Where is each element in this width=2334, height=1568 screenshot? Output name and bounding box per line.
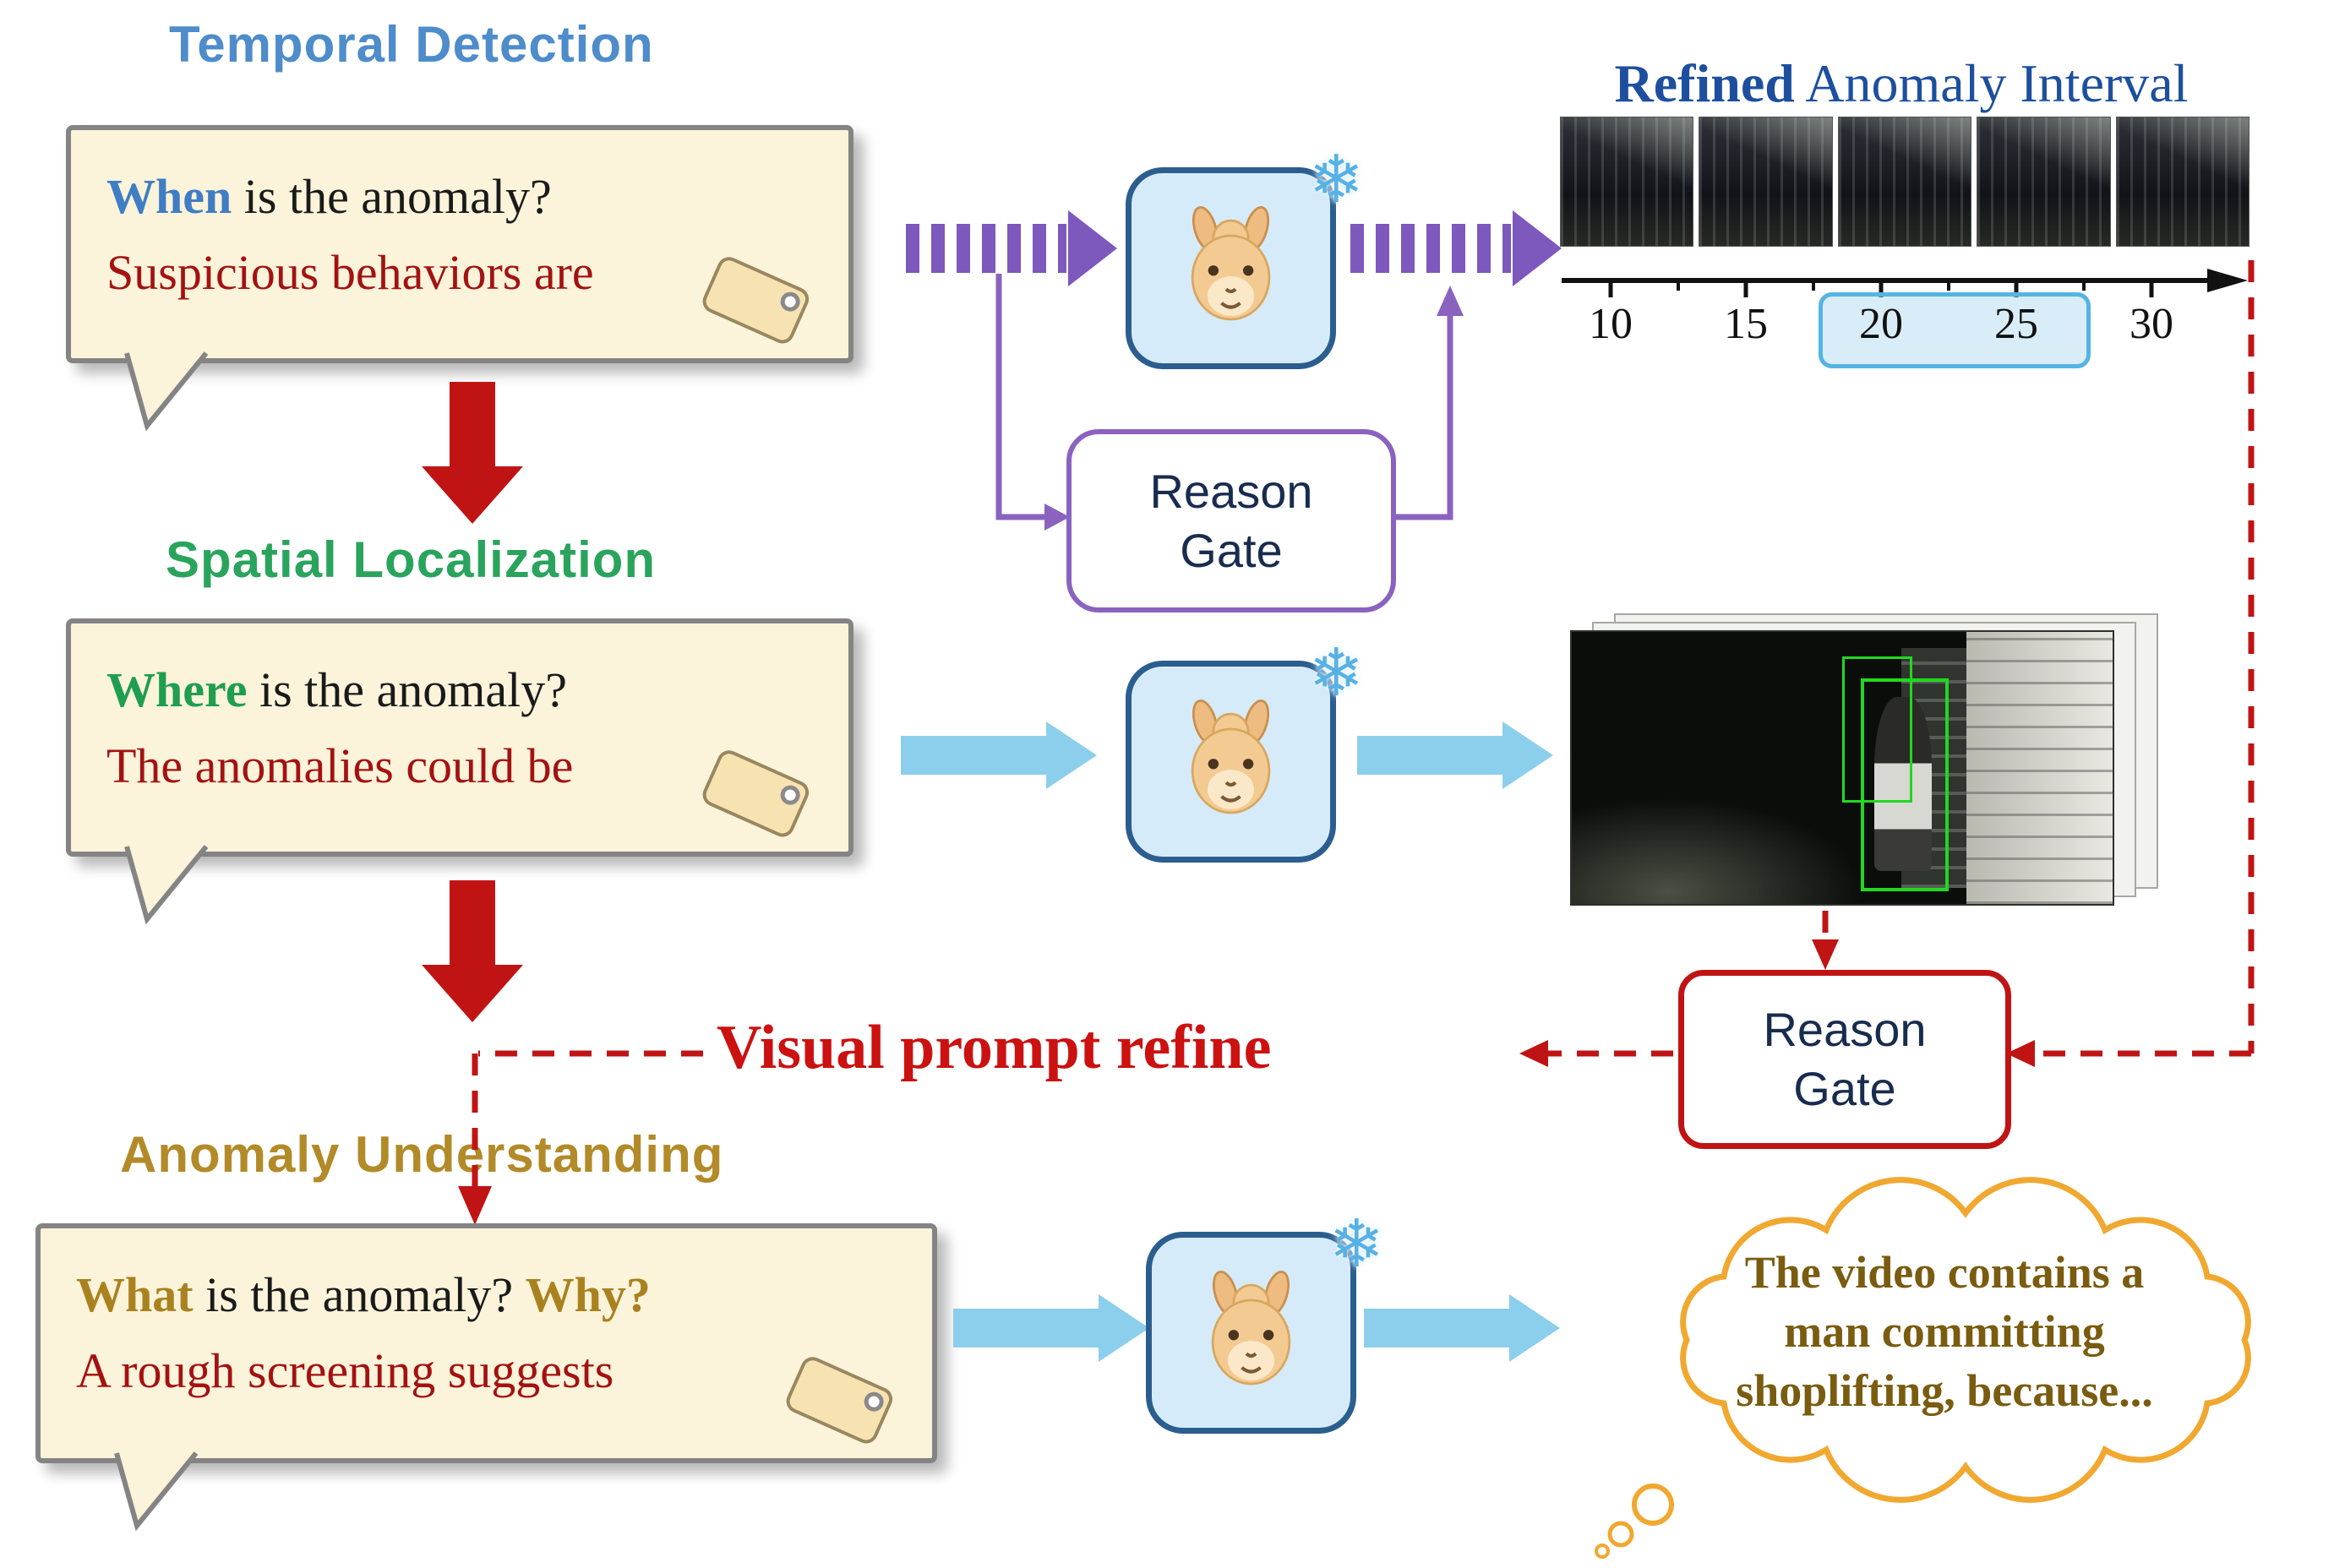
bubble-spatial-answer: The anomalies could be bbox=[106, 738, 574, 793]
timeline-axis bbox=[1562, 269, 2248, 297]
tick-label-20: 20 bbox=[1859, 300, 1903, 348]
blue-arrow-head bbox=[1046, 721, 1097, 789]
reason-gate-line1: Reason bbox=[1763, 1003, 1927, 1056]
blue-arrow-shaft bbox=[1357, 736, 1502, 775]
bubble-tail bbox=[124, 845, 209, 925]
frozen-llm-temporal: ❄ bbox=[1126, 142, 1364, 369]
bubble-tail bbox=[114, 1451, 199, 1532]
speech-bubble-spatial: Where is the anomaly? The anomalies coul… bbox=[66, 618, 853, 925]
bounding-box bbox=[1842, 656, 1912, 803]
question-word-when: When bbox=[106, 169, 232, 224]
llama-icon bbox=[1211, 1271, 1291, 1386]
blue-arrow-head bbox=[1509, 1294, 1560, 1362]
thought-bubble-dot bbox=[1607, 1521, 1634, 1548]
question-word-why: Why? bbox=[525, 1267, 651, 1322]
refined-title-bold: Refined bbox=[1614, 53, 1795, 113]
bubble-understanding-question: What is the anomaly? Why? bbox=[76, 1257, 897, 1333]
snowflake-icon: ❄ bbox=[1328, 1206, 1384, 1281]
blue-arrow-head bbox=[1099, 1294, 1149, 1362]
thought-bubble-dot bbox=[1595, 1544, 1610, 1559]
tick-label-15: 15 bbox=[1724, 300, 1768, 348]
reason-gate-line2: Gate bbox=[1180, 523, 1283, 577]
cloud-answer-text: The video contains a man committing shop… bbox=[1736, 1247, 2153, 1417]
bubble-temporal-question: When is the anomaly? bbox=[106, 159, 813, 235]
striped-arrow-input bbox=[906, 210, 1117, 287]
bubble-tail bbox=[124, 351, 209, 432]
bubble-temporal-text: When is the anomaly? Suspicious behavior… bbox=[71, 130, 848, 340]
question-word-what: What bbox=[76, 1267, 194, 1322]
flow-arrow-spatial-to-understanding bbox=[422, 880, 523, 1022]
blue-arrow-spatial-input bbox=[901, 721, 1097, 789]
video-frame-front bbox=[1570, 630, 2114, 906]
blue-arrow-shaft bbox=[953, 1309, 1099, 1348]
question-rest: is the anomaly? bbox=[193, 1267, 526, 1322]
heading-temporal-detection: Temporal Detection bbox=[169, 16, 654, 73]
tick-label-25: 25 bbox=[1994, 300, 2038, 348]
bubble-understanding-answer: A rough screening suggests bbox=[76, 1342, 614, 1398]
bubble-spatial-question: Where is the anomaly? bbox=[106, 652, 813, 728]
frozen-llm-spatial: ❄ bbox=[1126, 635, 1364, 863]
heading-anomaly-understanding: Anomaly Understanding bbox=[120, 1126, 724, 1183]
question-word-where: Where bbox=[106, 662, 248, 717]
anomaly-interval-highlight bbox=[1819, 292, 2091, 368]
question-rest: is the anomaly? bbox=[232, 169, 552, 224]
frozen-llm-understanding: ❄ bbox=[1146, 1206, 1384, 1434]
video-thumbnail bbox=[1977, 117, 2111, 247]
heading-spatial-localization: Spatial Localization bbox=[166, 531, 657, 588]
speech-bubble-understanding: What is the anomaly? Why? A rough screen… bbox=[35, 1223, 937, 1532]
striped-arrow-head bbox=[1513, 210, 1562, 286]
blue-arrow-shaft bbox=[1364, 1309, 1509, 1348]
bubble-understanding-text: What is the anomaly? Why? A rough screen… bbox=[41, 1228, 932, 1438]
question-rest: is the anomaly? bbox=[247, 662, 567, 717]
striped-arrow-head bbox=[1068, 210, 1117, 286]
prompt-tag-icon bbox=[702, 750, 810, 837]
blue-arrow-spatial-output bbox=[1357, 721, 1553, 789]
bounding-box bbox=[1861, 678, 1950, 892]
frame-shelves bbox=[1966, 632, 2113, 904]
striped-arrow-shaft bbox=[1350, 224, 1511, 273]
video-thumbnail bbox=[2115, 117, 2250, 247]
video-thumbnail bbox=[1699, 117, 1833, 247]
snowflake-icon: ❄ bbox=[1308, 635, 1364, 710]
reason-gate-temporal: Reason Gate bbox=[1066, 429, 1396, 612]
tick-label-30: 30 bbox=[2130, 300, 2173, 348]
video-thumbnail bbox=[1560, 117, 1694, 247]
flow-arrow-temporal-to-spatial bbox=[422, 382, 523, 524]
visual-prompt-refine-label: Visual prompt refine bbox=[717, 1013, 1272, 1082]
blue-arrow-understanding-input bbox=[953, 1294, 1149, 1362]
striped-arrow-output bbox=[1350, 210, 1562, 287]
prompt-tag-icon bbox=[702, 257, 810, 344]
anomaly-film-strip bbox=[1560, 117, 2250, 247]
refined-title-rest: Anomaly Interval bbox=[1794, 53, 2189, 113]
speech-bubble-temporal: When is the anomaly? Suspicious behavior… bbox=[66, 125, 853, 432]
blue-arrow-head bbox=[1502, 721, 1553, 789]
bubble-temporal-answer: Suspicious behaviors are bbox=[106, 244, 594, 300]
cloud-shape bbox=[1595, 1177, 2251, 1559]
tick-label-10: 10 bbox=[1589, 300, 1633, 348]
thought-bubble-dot bbox=[1632, 1484, 1674, 1526]
answer-thought-cloud: The video contains a man committing shop… bbox=[1568, 1162, 2288, 1560]
video-thumbnail bbox=[1837, 117, 1972, 247]
llama-icon bbox=[1191, 206, 1271, 321]
reason-gate-line1: Reason bbox=[1149, 464, 1313, 518]
bubble-spatial-text: Where is the anomaly? The anomalies coul… bbox=[71, 623, 848, 833]
striped-arrow-shaft bbox=[906, 224, 1066, 273]
prompt-tag-icon bbox=[786, 1357, 893, 1444]
snowflake-icon: ❄ bbox=[1308, 142, 1364, 216]
refined-interval-title: Refined Anomaly Interval bbox=[1538, 52, 2265, 115]
person-silhouette bbox=[1874, 697, 1932, 872]
blue-arrow-understanding-output bbox=[1364, 1294, 1560, 1362]
reason-gate-refine: Reason Gate bbox=[1678, 970, 2011, 1149]
localization-frames bbox=[1570, 613, 2162, 906]
llama-icon bbox=[1191, 700, 1271, 814]
blue-arrow-shaft bbox=[901, 736, 1046, 775]
reason-gate-line2: Gate bbox=[1793, 1062, 1896, 1115]
